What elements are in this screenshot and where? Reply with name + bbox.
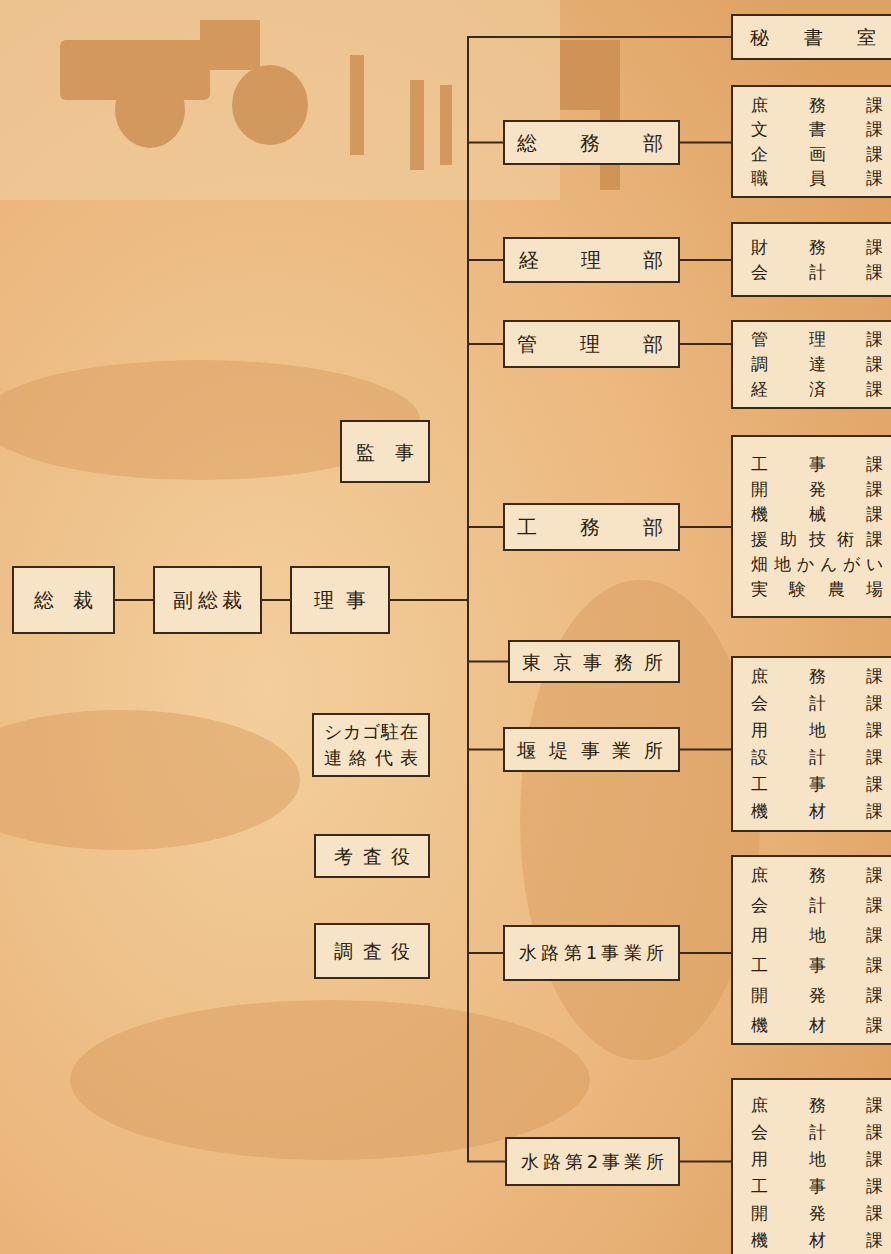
section-list-box: 管理課調達課経済課 [731,320,891,409]
box-label: 会計課 [751,690,883,717]
box-label: 調査役 [334,938,410,964]
box-label: 機械課 [751,502,883,527]
box-label: 管理課 [751,327,883,352]
org-connector [680,526,731,528]
section-list-box: 財務課会計課 [731,222,891,297]
box-label: 会計課 [751,260,883,285]
box-label: 庶務課 [751,860,883,890]
section-list-box: 庶務課会計課用地課工事課開発課機材課 [731,855,891,1045]
box-label: 経理部 [519,247,663,273]
box-label: 経済課 [751,377,883,402]
officer-box: 考査役 [314,834,430,878]
org-connector [390,600,505,1162]
box-label: 開発課 [751,477,883,502]
officer-box: 監事 [340,420,430,483]
org-connector [390,143,503,601]
box-label: 庶務課 [751,663,883,690]
box-label: 開発課 [751,1200,883,1227]
officer-box: 総裁 [12,566,115,634]
box-label: 用地課 [751,1146,883,1173]
section-list-box: 工事課開発課機械課援助技術課畑地かんがい 実験農場 [731,435,891,618]
box-label: 機材課 [751,1227,883,1254]
department-box: 経理部 [503,237,680,283]
office-box: 水路第2事業所 [505,1137,680,1186]
officer-box: 副総裁 [153,566,262,634]
officer-box: 調査役 [314,923,430,979]
box-label: 水路第2事業所 [521,1149,664,1175]
department-box: 管理部 [503,320,680,368]
box-label: 工事課 [751,452,883,477]
box-label: 副総裁 [173,586,242,614]
org-connector [680,142,731,144]
box-label: 庶務課 [751,1092,883,1119]
office-box: 水路第1事業所 [503,925,680,981]
box-label: 会計課 [751,1119,883,1146]
org-connector [680,343,731,345]
box-label: 管理部 [517,331,663,357]
office-box: 東京事務所 [508,640,680,683]
box-label: シカゴ駐在 連絡代表 [324,719,418,771]
section-list-box: 庶務課文書課企画課職員課 [731,85,891,198]
box-label: 用地課 [751,920,883,950]
org-connector [680,749,731,751]
box-label: 東京事務所 [522,649,663,675]
box-label: 文書課 [751,117,883,142]
org-connector [680,259,731,261]
section-list-box: 庶務課会計課用地課設計課工事課機材課 [731,656,891,832]
department-box: 工務部 [503,503,680,551]
box-label: 庶務課 [751,93,883,118]
box-label: 理事 [314,586,366,614]
box-label: 機材課 [751,1010,883,1040]
office-box: 堰堤事業所 [503,727,680,772]
box-label: 企画課 [751,142,883,167]
box-label: 工事課 [751,1173,883,1200]
box-label: 開発課 [751,980,883,1010]
section-list-box: 庶務課会計課用地課工事課開発課機材課 [731,1078,891,1254]
box-label: 総務部 [517,130,663,156]
box-label: 監事 [356,439,414,465]
org-connector [262,599,290,601]
org-connector [390,37,731,600]
org-connector [680,1161,731,1163]
box-label: 会計課 [751,890,883,920]
box-label: 財務課 [751,235,883,260]
office-box: 秘書室 [731,14,891,60]
box-label: 工事課 [751,950,883,980]
box-label: 堰堤事業所 [517,737,663,763]
box-label: 工事課 [751,771,883,798]
box-label: 水路第1事業所 [519,940,664,966]
box-label: 秘書室 [750,24,876,50]
box-label: 総裁 [34,586,93,614]
box-label: 考査役 [334,843,410,869]
org-connector [390,527,503,600]
box-label: 工務部 [517,514,663,540]
box-label: 畑地かんがい 実験農場 [751,552,883,602]
box-label: 援助技術課 [751,527,883,552]
org-connector [390,600,508,662]
org-connector [115,599,153,601]
box-label: 設計課 [751,744,883,771]
org-connector [680,952,731,954]
box-label: 調達課 [751,352,883,377]
box-label: 職員課 [751,166,883,191]
officer-box: シカゴ駐在 連絡代表 [312,713,430,777]
officer-box: 理事 [290,566,390,634]
department-box: 総務部 [503,120,680,165]
box-label: 用地課 [751,717,883,744]
box-label: 機材課 [751,798,883,825]
